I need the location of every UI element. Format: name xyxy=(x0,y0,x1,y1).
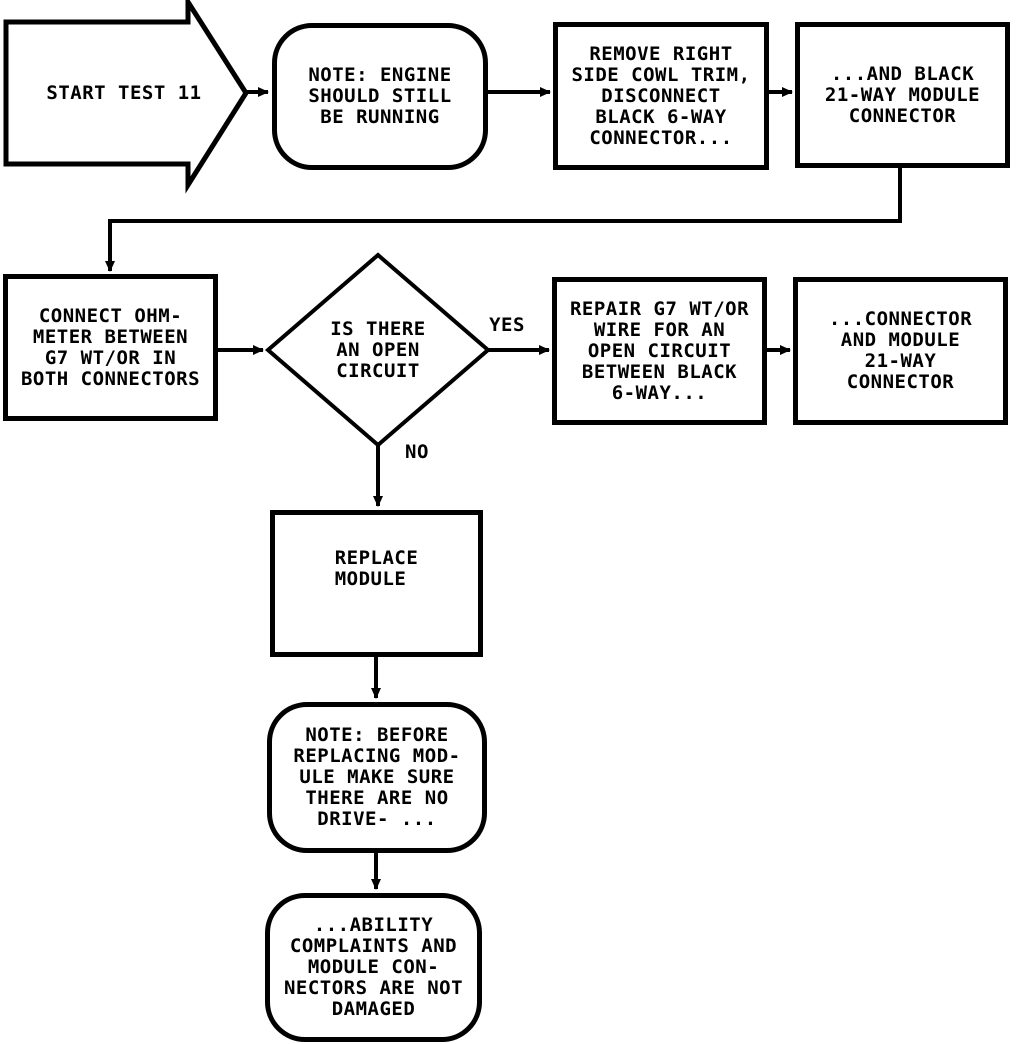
node-black-21way: ...AND BLACK 21-WAY MODULE CONNECTOR xyxy=(795,22,1010,168)
edge-label-no: NO xyxy=(405,440,429,463)
node-note-before-replacing: NOTE: BEFORE REPLACING MOD- ULE MAKE SUR… xyxy=(267,702,487,853)
decision-node-label: IS THERE AN OPEN CIRCUIT xyxy=(330,317,426,382)
edge-black-21way-to-connect-ohmmeter xyxy=(105,168,902,272)
node-remove-cowl: REMOVE RIGHT SIDE COWL TRIM, DISCONNECT … xyxy=(553,22,769,170)
node-repair-wire: REPAIR G7 WT/OR WIRE FOR AN OPEN CIRCUIT… xyxy=(552,277,767,425)
edge-label-yes: YES xyxy=(489,313,525,336)
node-connect-ohmmeter: CONNECT OHM- METER BETWEEN G7 WT/OR IN B… xyxy=(3,274,218,421)
start-arrow-shape xyxy=(3,0,249,194)
node-ability-complaints: ...ABILITY COMPLAINTS AND MODULE CON- NE… xyxy=(265,893,482,1042)
node-connector-module: ...CONNECTOR AND MODULE 21-WAY CONNECTOR xyxy=(793,277,1008,425)
node-replace-module: REPLACE MODULE xyxy=(270,510,483,657)
node-engine-note: NOTE: ENGINE SHOULD STILL BE RUNNING xyxy=(272,23,488,170)
start-node-label: START TEST 11 xyxy=(46,81,202,104)
